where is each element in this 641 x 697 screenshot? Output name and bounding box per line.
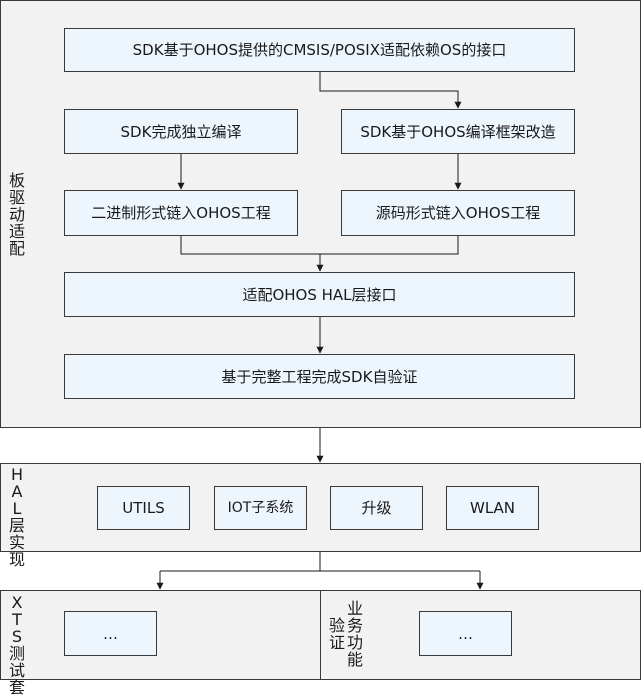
business-label-col1: 验证: [328, 616, 345, 652]
line-binary-merge: [180, 236, 459, 255]
hal-wlan-box: WLAN: [446, 486, 539, 530]
source-link-box: 源码形式链入OHOS工程: [341, 190, 575, 236]
xts-section: [0, 590, 321, 680]
sdk-self-verify-box: 基于完整工程完成SDK自验证: [64, 354, 575, 399]
xts-placeholder-box: …: [64, 611, 157, 656]
hal-iot-subsystem-box: IOT子系统: [214, 486, 307, 530]
line-hal-split: [160, 552, 480, 572]
hal-interface-adapt-box: 适配OHOS HAL层接口: [64, 272, 575, 317]
hal-upgrade-box: 升级: [330, 486, 423, 530]
binary-link-box: 二进制形式链入OHOS工程: [64, 190, 298, 236]
arrow-top-to-ohos-rework: [319, 72, 462, 109]
cmsis-posix-adapt-box: SDK基于OHOS提供的CMSIS/POSIX适配依赖OS的接口: [64, 28, 575, 72]
business-placeholder-box: …: [419, 611, 512, 656]
hal-utils-box: UTILS: [97, 486, 190, 530]
sdk-standalone-build-box: SDK完成独立编译: [64, 109, 298, 154]
business-label-col2: 业务功能: [346, 599, 363, 669]
board-driver-label: 板驱动适配: [8, 171, 25, 258]
hal-label: HAL层实现: [8, 465, 25, 569]
sdk-ohos-build-rework-box: SDK基于OHOS编译框架改造: [341, 109, 575, 154]
